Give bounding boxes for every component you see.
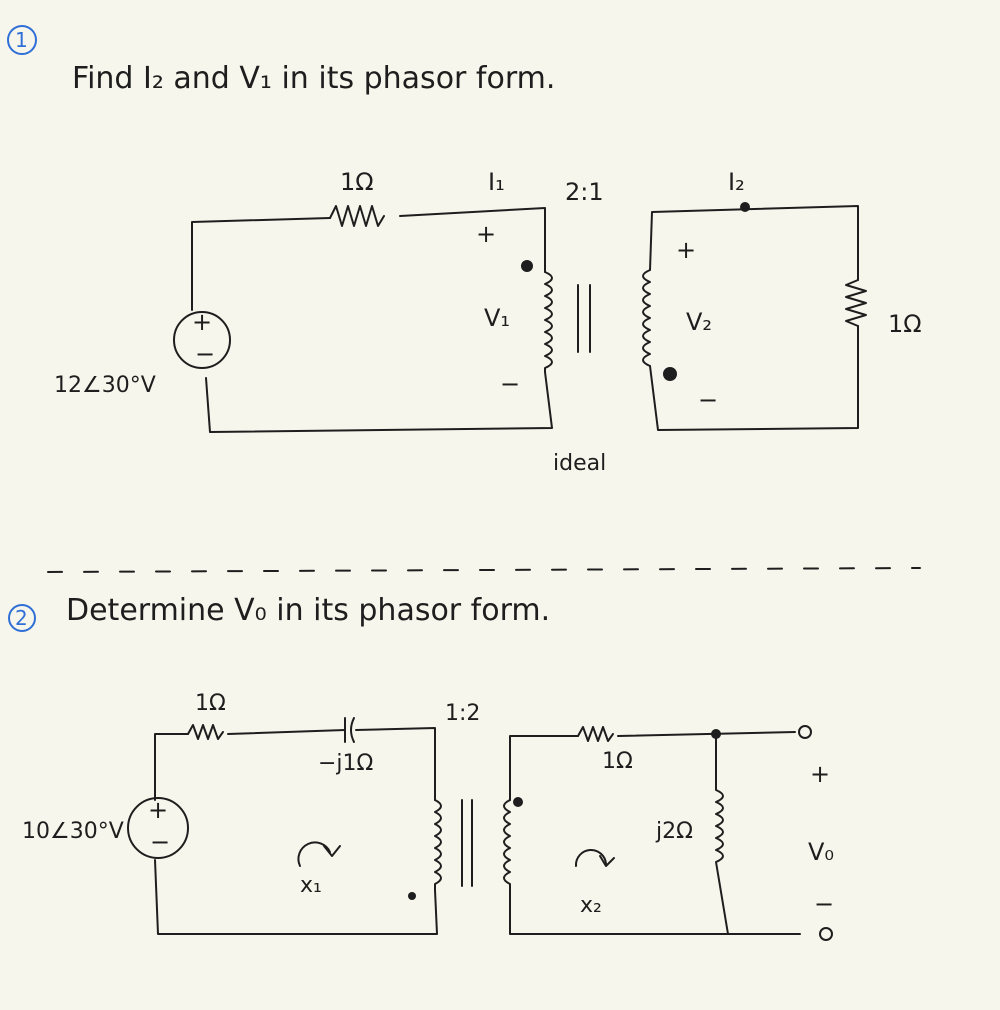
p1-transformer-core [577,284,591,353]
p2-wire-right-top-2 [617,731,796,737]
problem-1: 1 Find I₂ and V₁ in its phasor form. + −… [7,25,922,476]
p1-node-dot [740,202,750,212]
problem-1-number-circle [7,25,37,55]
p2-x1-label: x₁ [300,873,322,898]
p2-voltage-source [127,797,189,859]
p1-v1-label: V₁ [484,304,510,332]
p2-r1-label: 1Ω [195,691,226,716]
p1-secondary-coil [642,269,651,367]
p2-mesh-arrow-1 [297,841,331,867]
problem-2-number: 2 [15,606,28,630]
p2-wire-bottom-left [154,859,438,935]
p2-resistor-2 [577,726,614,742]
problem-1-number: 1 [15,28,28,52]
p2-secondary-dot [513,797,523,807]
p1-resistor-1ohm [329,205,385,227]
p1-v2-label: V₂ [686,308,712,336]
p1-resistor-load [845,279,867,327]
p2-inductor [715,733,729,935]
p1-secondary-dot [663,367,677,381]
problem-2: 2 Determine V₀ in its phasor form. + − 1… [8,593,834,941]
p1-i2-label: I₂ [728,168,745,196]
p2-ratio-label: 1:2 [445,701,480,726]
p1-wire-top-right [649,205,859,281]
p1-v1-minus: − [500,370,520,398]
p2-wire-right-top-1 [509,735,579,801]
p1-primary-coil [544,271,553,373]
p1-r1-label: 1Ω [340,168,374,196]
p1-v1-plus: + [476,220,496,248]
p2-source-plus: + [148,796,168,824]
p2-cap-label: −j1Ω [318,751,373,776]
p2-x2-label: x₂ [580,893,602,918]
p2-source-value: 10∠30°V [22,819,124,844]
p1-wire-top-mid [399,207,546,273]
p2-transformer-core [461,799,473,887]
problem-1-title: Find I₂ and V₁ in its phasor form. [72,61,555,96]
p2-primary-coil [434,799,442,891]
p1-source-value: 12∠30°V [54,373,156,398]
p2-wire-bottom-right [509,889,801,935]
p1-voltage-source [173,311,231,369]
p2-secondary-coil [503,799,511,891]
p2-r2-label: 1Ω [602,749,633,774]
problem-2-title: Determine V₀ in its phasor form. [66,593,550,628]
p1-wire-bottom-left [205,371,553,433]
p2-wire-top-2 [355,727,436,801]
p2-mesh-arrow-2 [574,848,607,867]
p2-mesh-arrowhead-2 [599,855,615,867]
p2-vo-minus: − [814,890,834,918]
p2-mesh-arrowhead-1 [323,845,341,857]
p1-v2-minus: − [698,386,718,414]
p2-output-terminal-bottom [819,927,833,941]
p2-wire-left-top [154,733,189,801]
p2-source-minus: − [150,828,170,856]
p1-wire-bottom-right [649,325,859,431]
p1-primary-dot [521,260,533,272]
p2-capacitor [344,717,355,743]
p2-ind-label: j2Ω [655,819,693,844]
p1-v2-plus: + [676,236,696,264]
p1-rload-label: 1Ω [888,310,922,338]
p2-output-terminal-top [798,725,812,739]
p1-source-minus: − [195,340,215,368]
p1-ratio-label: 2:1 [565,178,604,206]
p2-wire-top-1 [227,729,346,735]
p2-vo-plus: + [810,760,830,788]
p1-ideal-label: ideal [553,451,606,476]
p2-primary-dot [408,892,416,900]
p1-i1-label: I₁ [488,168,505,196]
section-divider [47,567,921,573]
p2-vo-label: V₀ [808,838,834,866]
p2-resistor-1ohm [187,724,224,740]
problem-2-number-circle [8,604,36,632]
p1-wire-top-left [191,217,331,311]
p1-source-plus: + [192,308,212,336]
